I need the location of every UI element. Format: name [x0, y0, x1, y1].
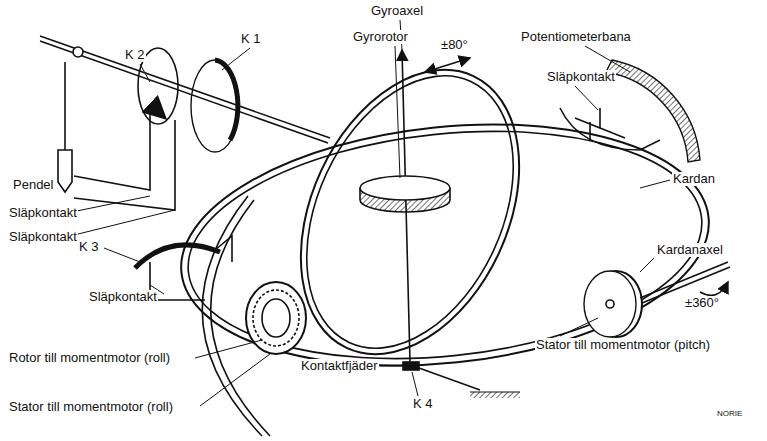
part-label: Rotor till momentmotor (roll): [8, 351, 171, 365]
part-label: Släpkontakt: [8, 206, 78, 220]
callout-number: K 1: [240, 32, 262, 46]
callout-number: K 4: [412, 397, 434, 411]
callout-number: K 2: [124, 48, 146, 62]
part-label: Kardan: [672, 172, 716, 186]
part-label: Släpkontakt: [546, 70, 616, 84]
callout-number: K 3: [78, 240, 100, 254]
part-label: Pendel: [12, 178, 54, 192]
part-label: Stator till momentmotor (pitch): [535, 338, 711, 352]
part-label: Potentiometerbana: [520, 30, 632, 44]
part-label: Stator till momentmotor (roll): [8, 400, 174, 414]
part-label: Kardanaxel: [656, 243, 724, 257]
angle-label: ±360°: [684, 296, 720, 310]
part-label: Gyroaxel: [370, 4, 424, 18]
part-label: Släpkontakt: [8, 230, 78, 244]
angle-label: ±80°: [440, 38, 469, 52]
signature: NORIE: [716, 410, 743, 419]
part-label: Släpkontakt: [88, 290, 158, 304]
part-label: Kontaktfjäder: [300, 359, 379, 373]
part-label: Gyrorotor: [352, 30, 409, 44]
